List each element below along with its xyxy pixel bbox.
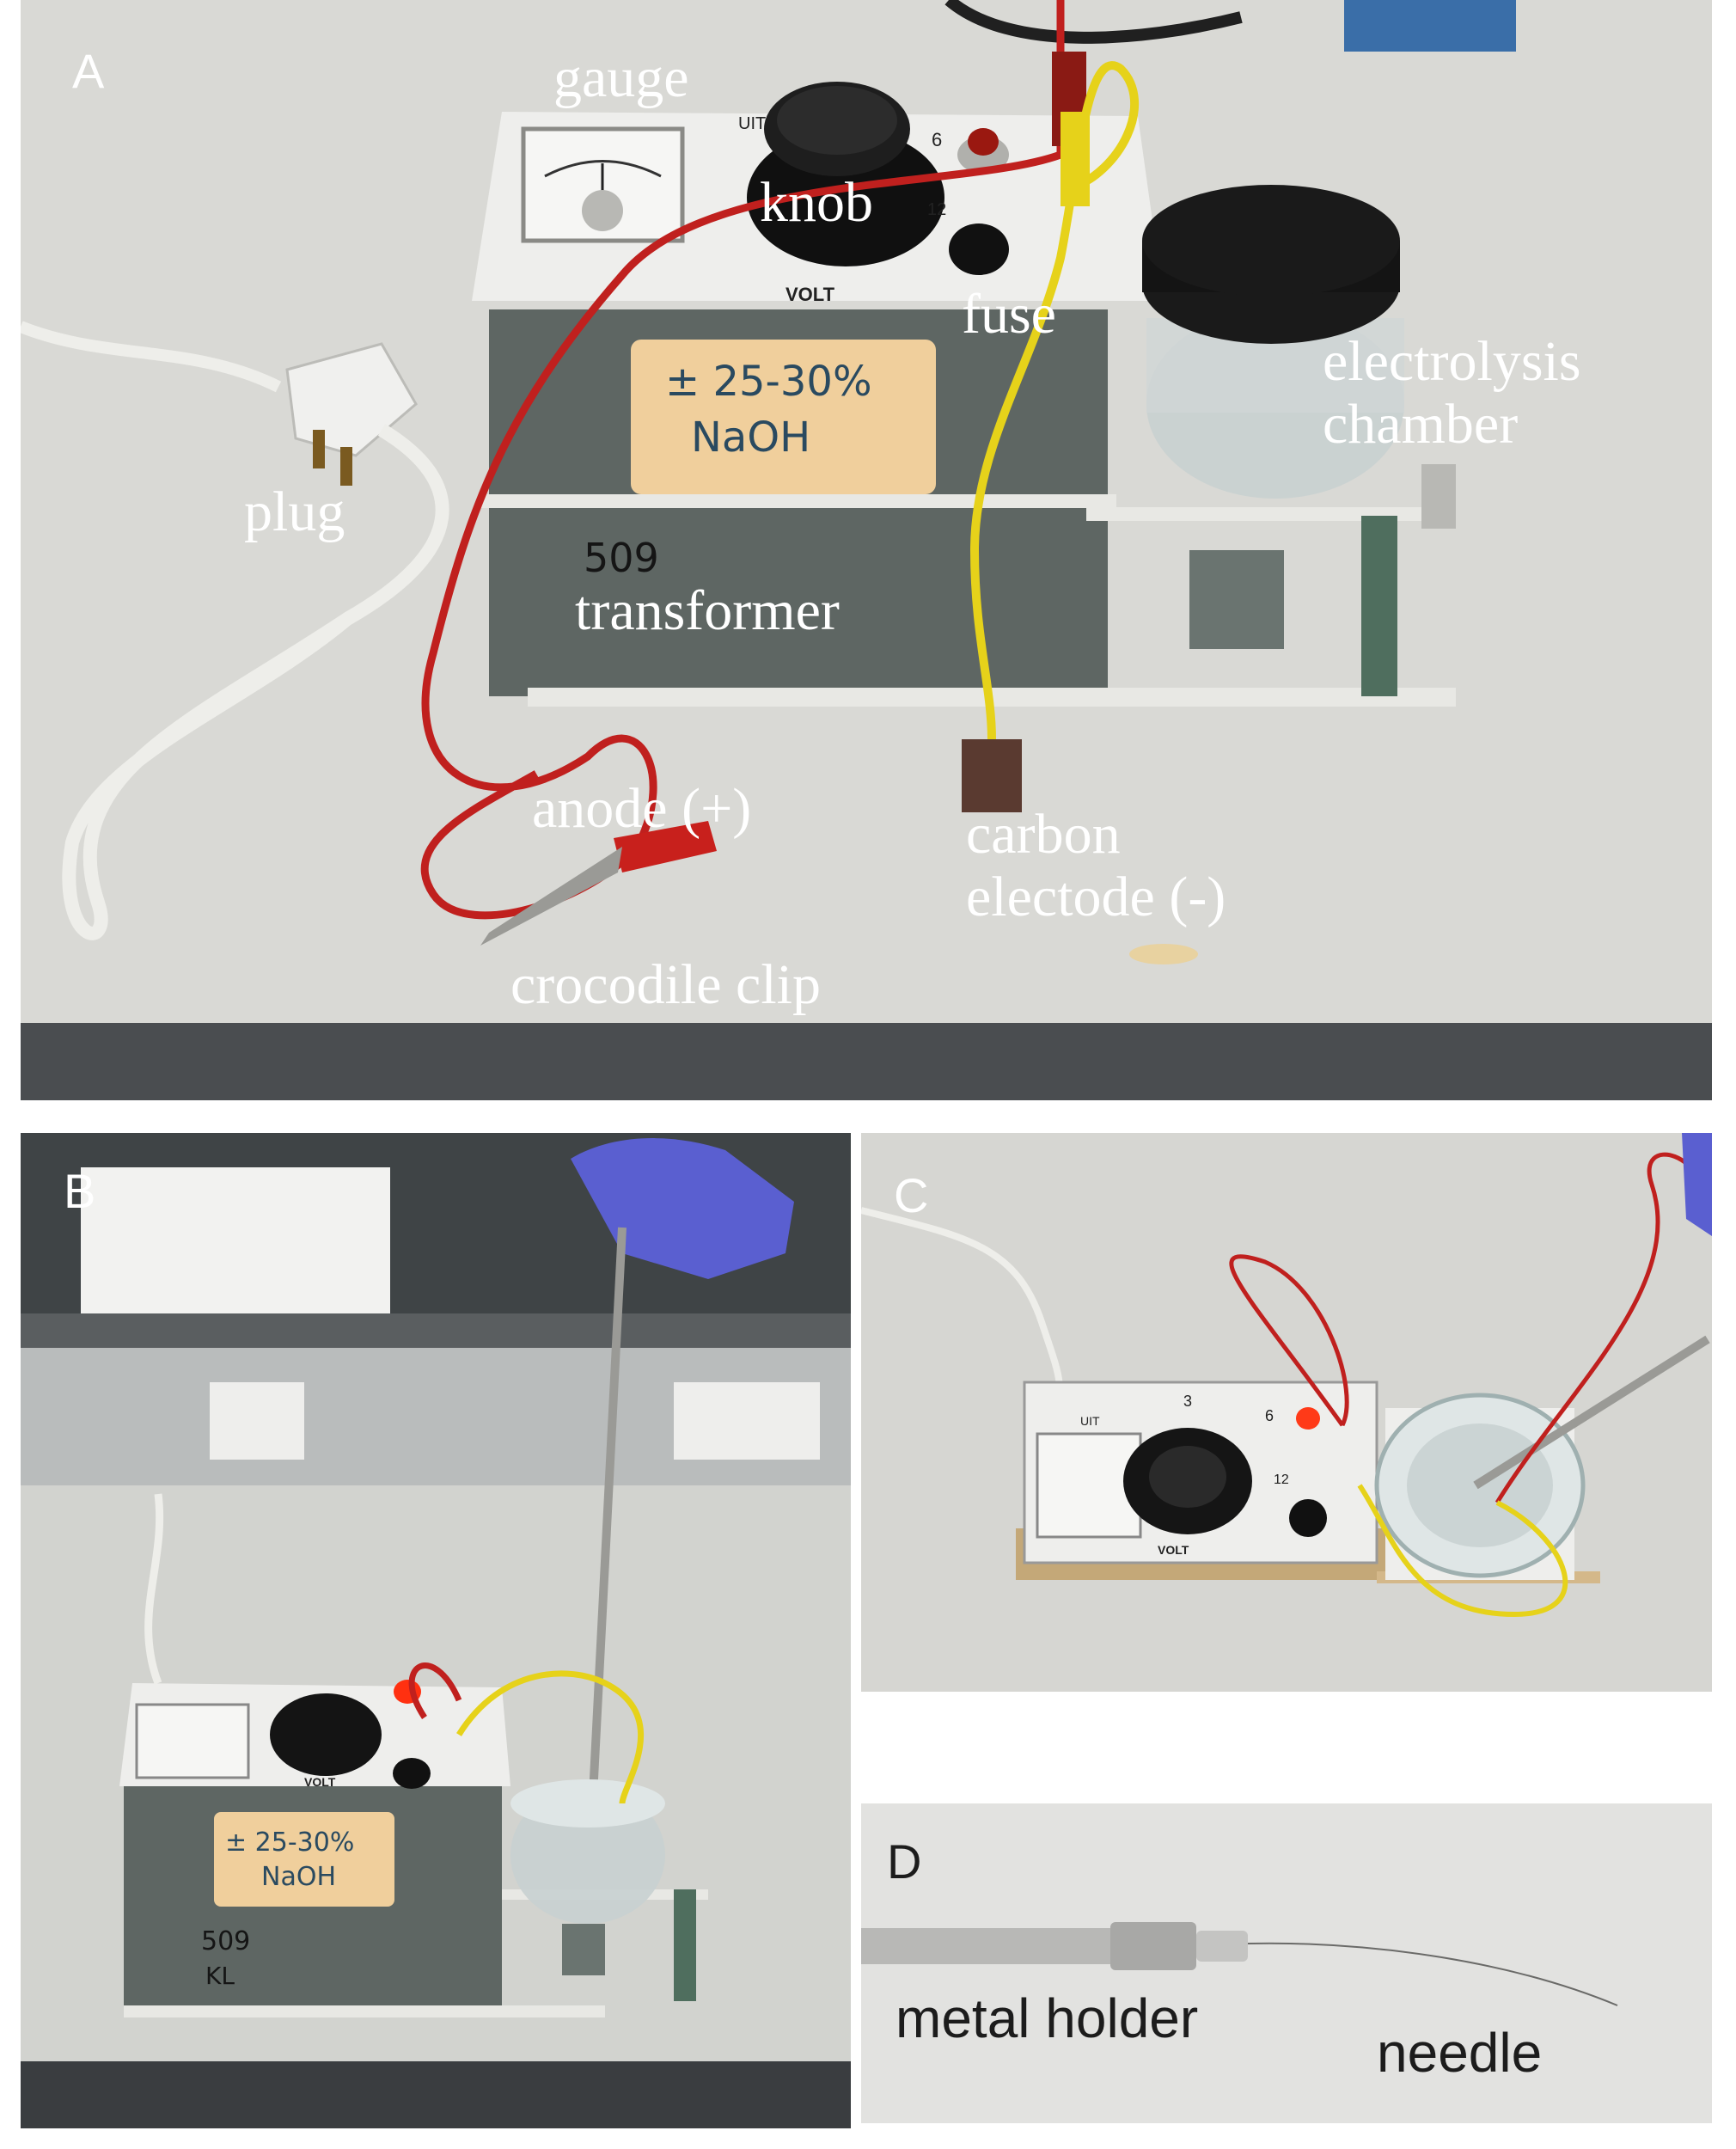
yellow-wire: [969, 61, 1140, 740]
panel-c-photo: 3 6 12 UIT VOLT C: [861, 1133, 1712, 1692]
c-needle-holder: [1473, 1335, 1710, 1490]
c-setting-6: 6: [1265, 1407, 1274, 1424]
tape-label: [631, 340, 936, 494]
tape-note-line2: NaOH: [691, 413, 810, 462]
panel-c-scene: 3 6 12 UIT VOLT: [861, 1133, 1712, 1692]
panel-d-letter: D: [887, 1834, 922, 1889]
plug-shape: [21, 321, 449, 940]
tape-note-line1: ± 25-30%: [665, 358, 872, 406]
metal-holder-collet: [1110, 1922, 1196, 1970]
panel-d-photo: D metal holder needle: [861, 1803, 1712, 2123]
faceplate-setting-12: 12: [927, 200, 946, 219]
needle-holder-shape: [588, 1227, 627, 1813]
b-yellow-wire: [456, 1670, 645, 1804]
panel-b-letter: B: [64, 1164, 96, 1218]
faceplate-uit-label: UIT: [738, 114, 766, 133]
b-tape-note-line1: ± 25-30%: [225, 1828, 354, 1858]
panel-b-scene: ± 25-30% NaOH 509 KL VOLT: [21, 1133, 851, 2128]
c-setting-3: 3: [1183, 1393, 1192, 1410]
panel-c-letter: C: [894, 1168, 929, 1222]
metal-holder-rod: [861, 1928, 1110, 1964]
faceplate-volt-label: VOLT: [785, 284, 835, 305]
b-volt-label: VOLT: [304, 1775, 336, 1789]
carbon-electrode-shape: [962, 739, 1022, 812]
fuse-shape: [949, 223, 1009, 275]
label-knob: knob: [760, 171, 873, 234]
b-unit-suffix: KL: [205, 1962, 235, 1990]
faceplate-setting-6: 6: [932, 129, 942, 150]
glove-shape: [571, 1138, 794, 1279]
label-needle: needle: [1377, 2022, 1543, 2084]
c-uit-label: UIT: [1080, 1414, 1100, 1428]
label-crocodile-clip: crocodile clip: [510, 953, 822, 1016]
red-wire: [420, 0, 1065, 920]
c-volt-label: VOLT: [1158, 1543, 1189, 1557]
unit-number: 509: [584, 535, 659, 581]
panel-b-photo: ± 25-30% NaOH 509 KL VOLT B: [21, 1133, 851, 2128]
panel-d-scene: [861, 1803, 1712, 2123]
panel-a-letter: A: [72, 44, 105, 98]
crocodile-clip-shape: [480, 821, 717, 946]
b-red-wire: [408, 1662, 462, 1719]
label-anode: anode (+): [532, 777, 752, 840]
label-transformer: transformer: [575, 579, 840, 642]
label-metal-holder: metal holder: [896, 1987, 1199, 2049]
knob-shape: [747, 82, 944, 266]
panel-a-scene: ± 25-30% NaOH 509 VOLT UIT 6 12: [21, 0, 1712, 1100]
b-tape-note-line2: NaOH: [261, 1862, 336, 1892]
label-fuse: fuse: [962, 283, 1056, 346]
label-plug: plug: [244, 481, 345, 543]
label-electrolysis-chamber: electrolysis chamber: [1323, 330, 1581, 456]
indicator-lamp: [968, 128, 999, 156]
device-b-shape: ± 25-30% NaOH 509 KL VOLT: [119, 1680, 708, 2017]
panel-a-photo: ± 25-30% NaOH 509 VOLT UIT 6 12 A: [21, 0, 1712, 1100]
electrolysis-chamber-shape: [1142, 185, 1456, 649]
label-gauge: gauge: [553, 46, 689, 109]
needle-shape: [1247, 1942, 1618, 2006]
c-setting-12: 12: [1274, 1472, 1289, 1487]
gauge-shape: [521, 126, 685, 243]
b-unit-number: 509: [201, 1926, 250, 1956]
label-carbon-electrode: carbon electode (-): [966, 803, 1226, 928]
